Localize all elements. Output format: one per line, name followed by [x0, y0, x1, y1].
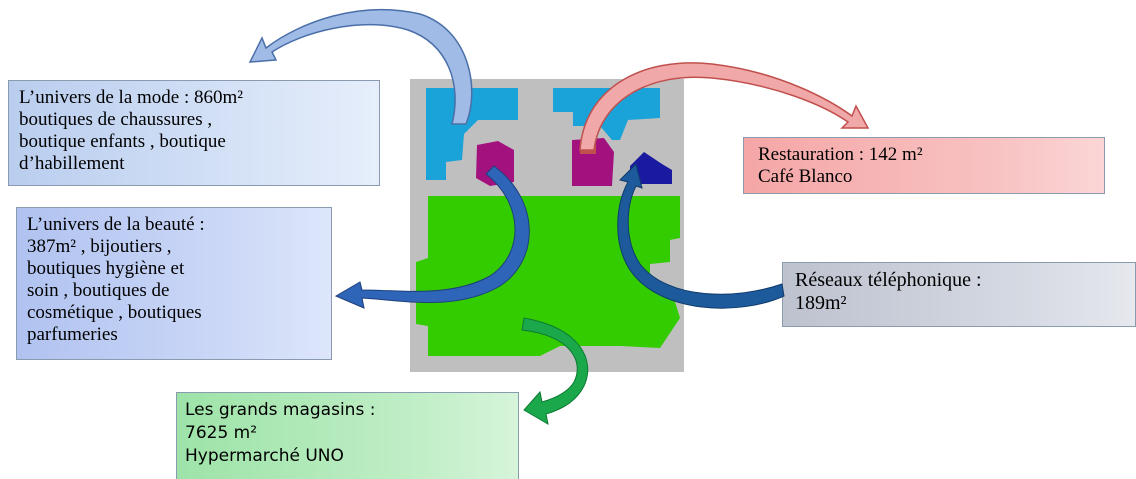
beaute-line-5: cosmétique , boutiques	[27, 302, 202, 323]
beaute-line-4: soin , boutiques de	[27, 280, 170, 301]
mode-line-1: L’univers de la mode : 860m²	[19, 87, 243, 108]
grands-magasins-line-1: Les grands magasins :	[185, 400, 376, 420]
reseaux-line-2: 189m²	[795, 292, 847, 314]
mode-line-4: d’habillement	[19, 153, 125, 174]
grands-magasins-line-2: 7625 m²	[185, 423, 258, 443]
beaute-line-1: L’univers de la beauté :	[27, 214, 205, 235]
cafe-marker	[580, 140, 596, 154]
restauration-line-1: Restauration : 142 m²	[758, 144, 923, 165]
beaute-line-3: boutiques hygiène et	[27, 258, 185, 279]
beaute-zone	[476, 141, 514, 186]
grands-magasins-line-3: Hypermarché UNO	[185, 446, 344, 466]
beaute-line-2: 387m² , bijoutiers ,	[27, 236, 172, 257]
mode-label-box: L’univers de la mode : 860m² boutiques d…	[8, 80, 380, 186]
restauration-line-2: Café Blanco	[758, 166, 853, 187]
beaute-line-6: parfumeries	[27, 324, 118, 345]
grands-magasins-label-box: Les grands magasins : 7625 m² Hypermarch…	[176, 392, 519, 479]
reseaux-line-1: Réseaux téléphonique :	[795, 269, 982, 291]
grands-magasins-zone	[416, 196, 680, 356]
restauration-label-box: Restauration : 142 m² Café Blanco	[743, 137, 1105, 194]
mode-line-3: boutique enfants , boutique	[19, 131, 226, 152]
mode-line-2: boutiques de chaussures ,	[19, 109, 213, 130]
beaute-label-box: L’univers de la beauté : 387m² , bijouti…	[16, 207, 332, 360]
reseaux-label-box: Réseaux téléphonique : 189m²	[782, 262, 1136, 327]
